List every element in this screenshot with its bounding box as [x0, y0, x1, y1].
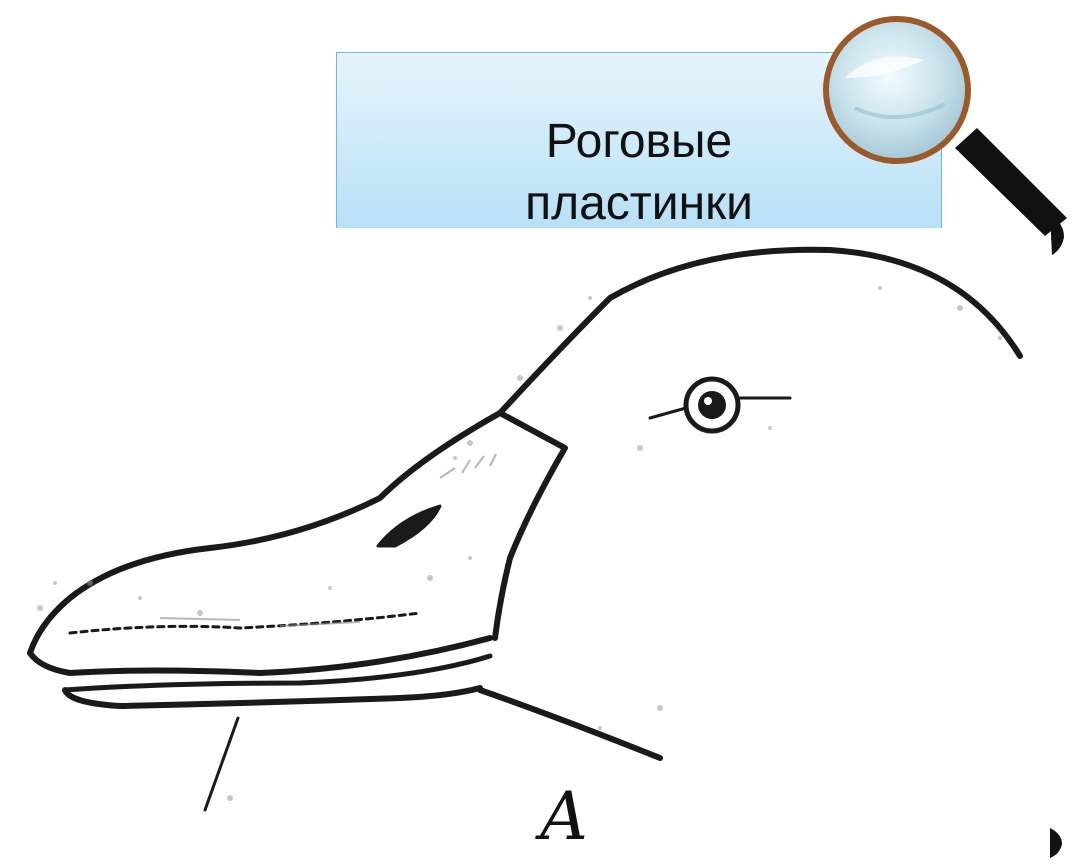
edge-fragment-top — [1050, 215, 1070, 255]
bird-head-illustration — [0, 228, 1073, 865]
edge-fragment-bottom — [1048, 820, 1068, 860]
figure-label: А — [539, 784, 599, 850]
magnifying-glass-icon[interactable] — [805, 8, 1073, 248]
